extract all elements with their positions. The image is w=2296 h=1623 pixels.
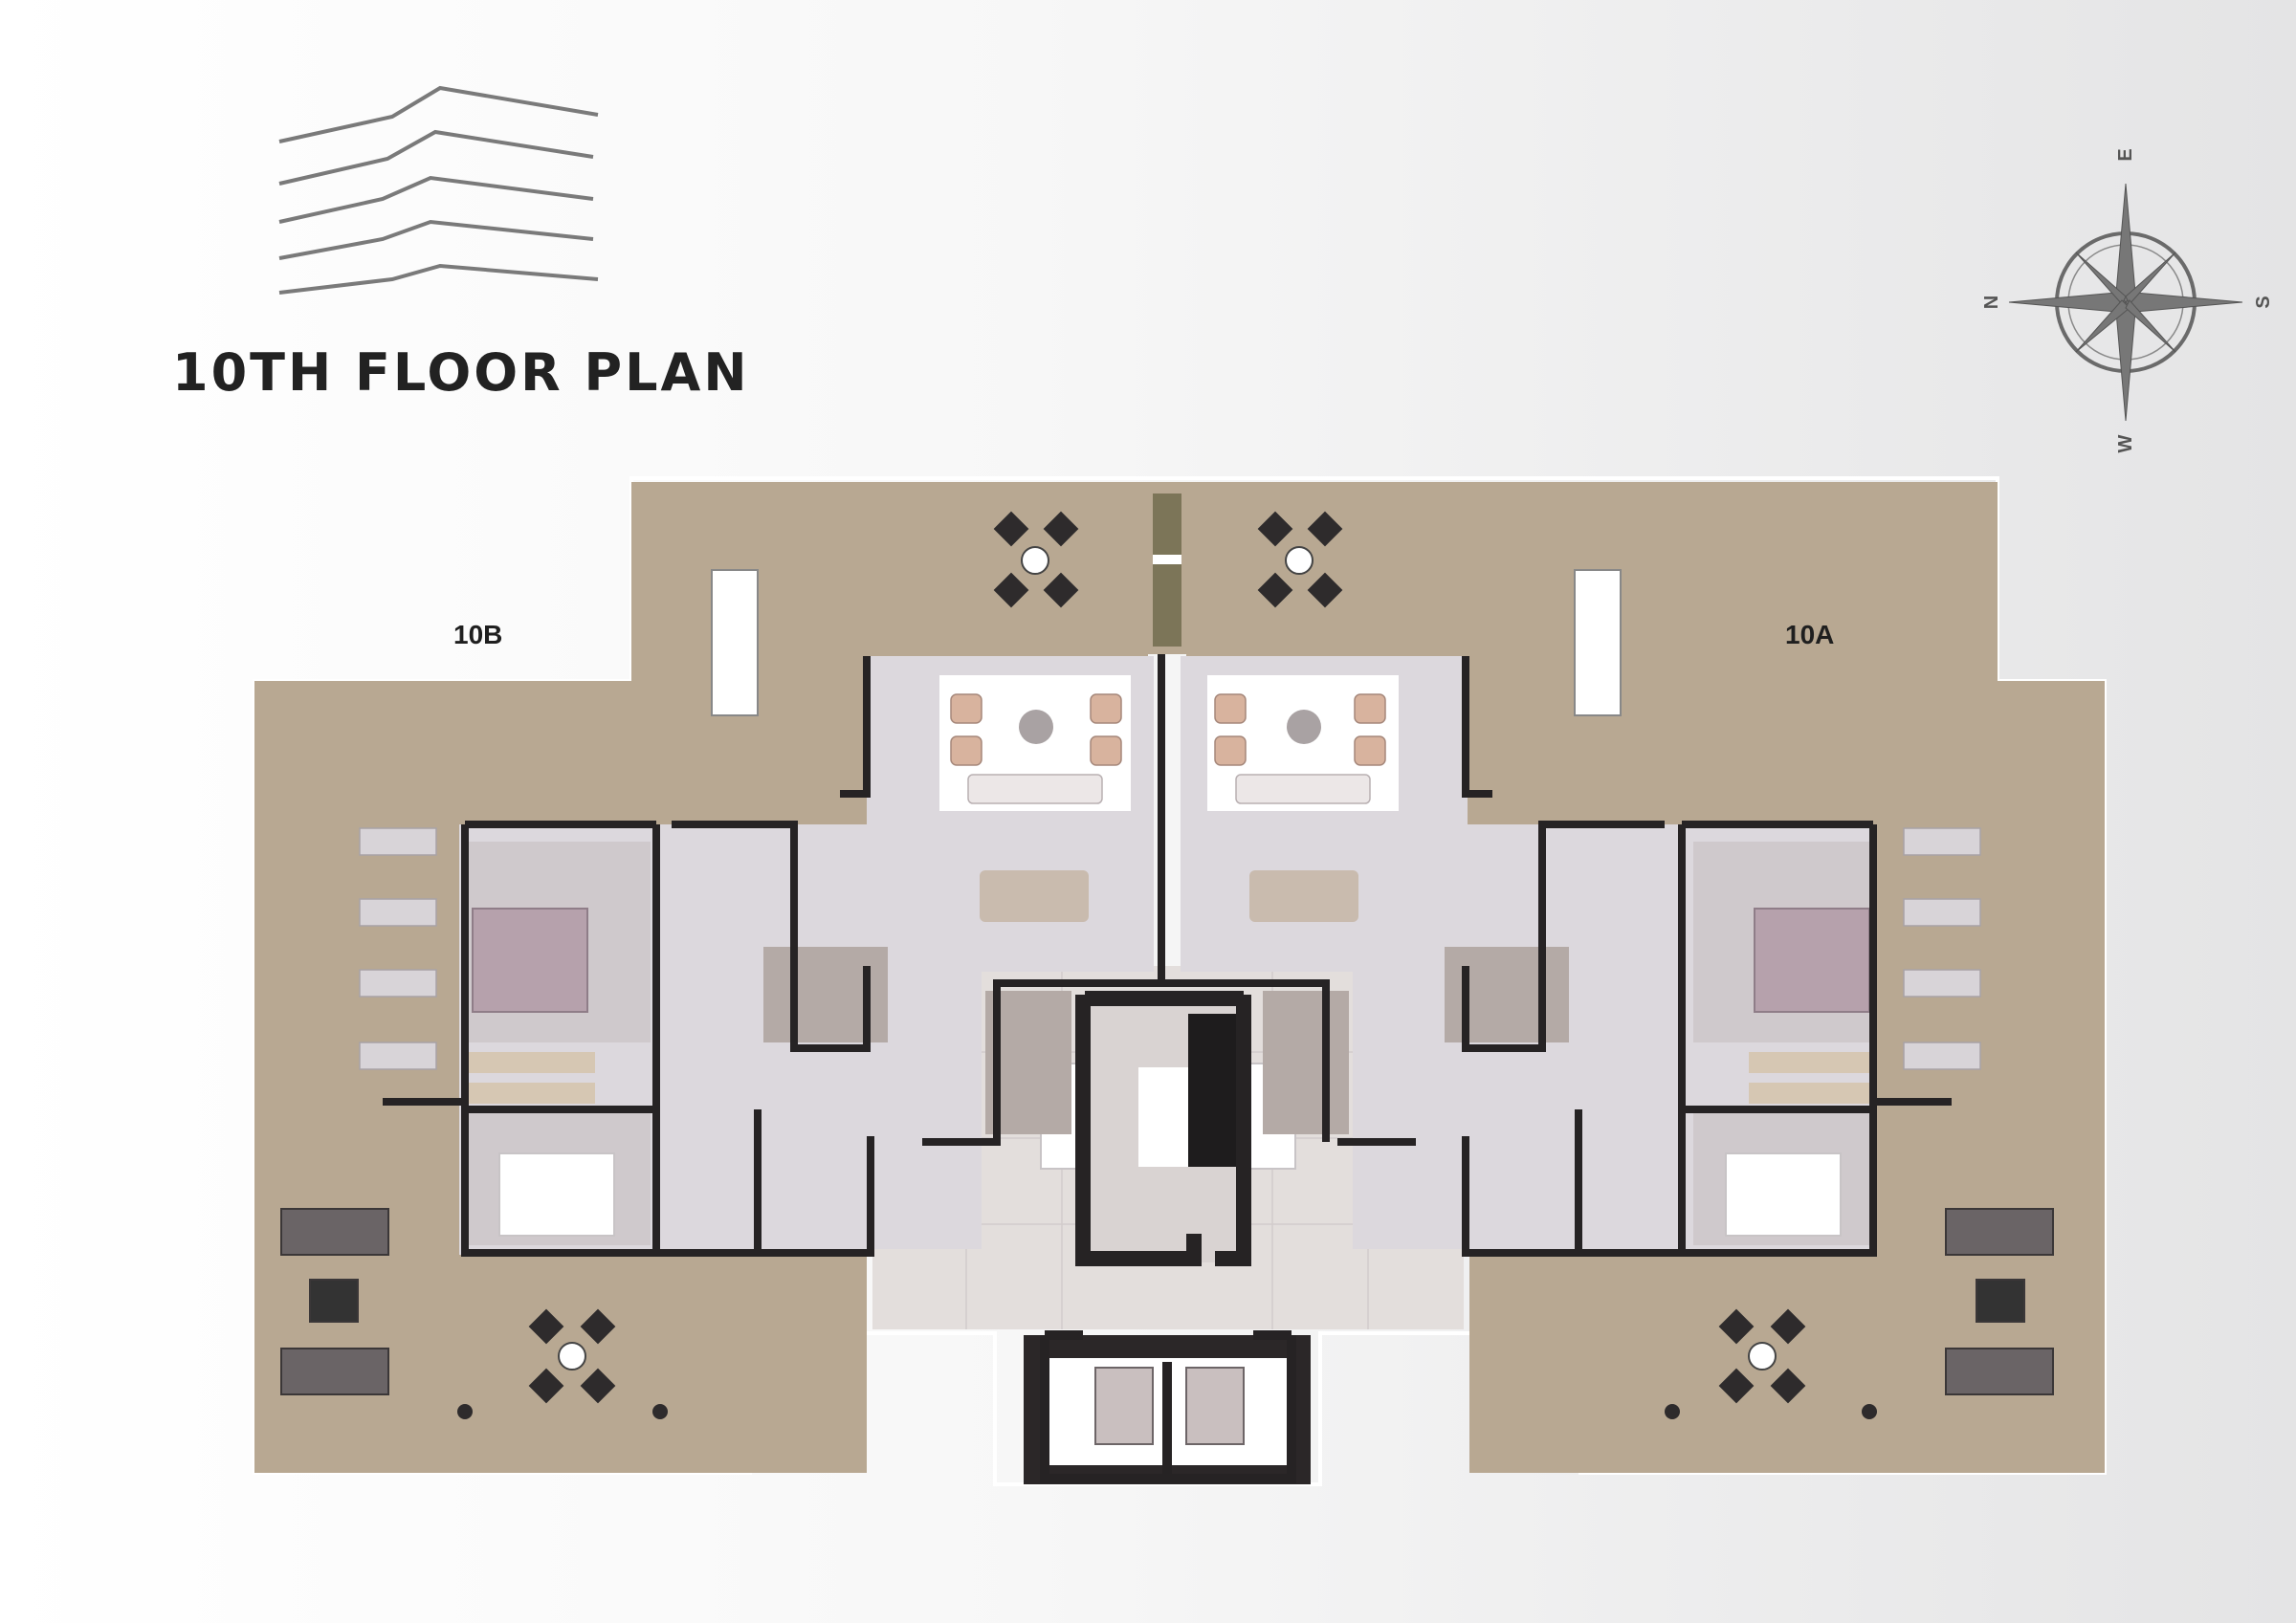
compass-north: N [1981, 296, 2002, 309]
compass-east: E [2115, 148, 2136, 161]
unit-label-10a: 10A [1785, 620, 1835, 649]
unit-label-10b: 10B [453, 620, 503, 649]
compass-west: W [2115, 434, 2136, 452]
compass-south: S [2253, 296, 2274, 308]
page-title: 10TH FLOOR PLAN [172, 342, 750, 403]
